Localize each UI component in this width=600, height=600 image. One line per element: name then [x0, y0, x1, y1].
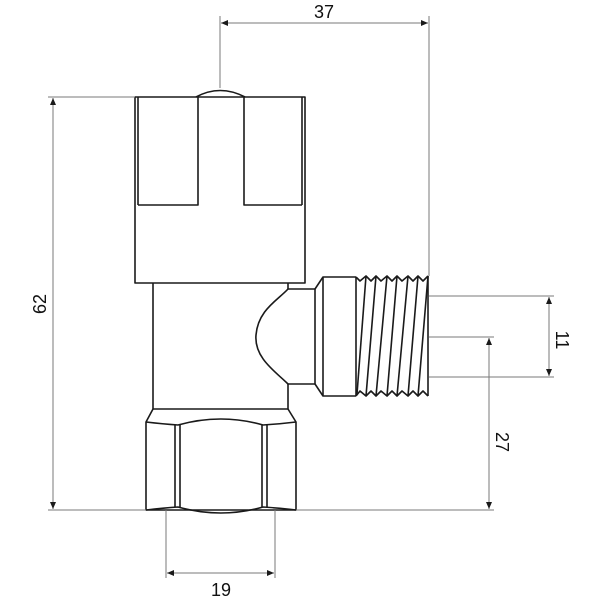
side-outlet-thread — [288, 275, 429, 397]
dimension-outlet-diameter: 11 — [429, 295, 572, 378]
valve-body — [152, 283, 289, 410]
dimension-overall-height: 62 — [30, 96, 146, 511]
dimension-label-27: 27 — [492, 432, 512, 452]
dimension-inlet-nut-width: 19 — [165, 510, 276, 600]
inlet-hex-nut — [145, 408, 297, 514]
dimension-label-37: 37 — [314, 2, 334, 22]
dimension-outlet-axis-height: 27 — [296, 336, 512, 511]
dimension-label-11: 11 — [552, 331, 572, 350]
dimension-top-width: 37 — [219, 2, 430, 276]
dimension-label-62: 62 — [30, 294, 50, 314]
dimension-label-19: 19 — [211, 580, 231, 600]
handle-cap — [134, 89, 306, 284]
